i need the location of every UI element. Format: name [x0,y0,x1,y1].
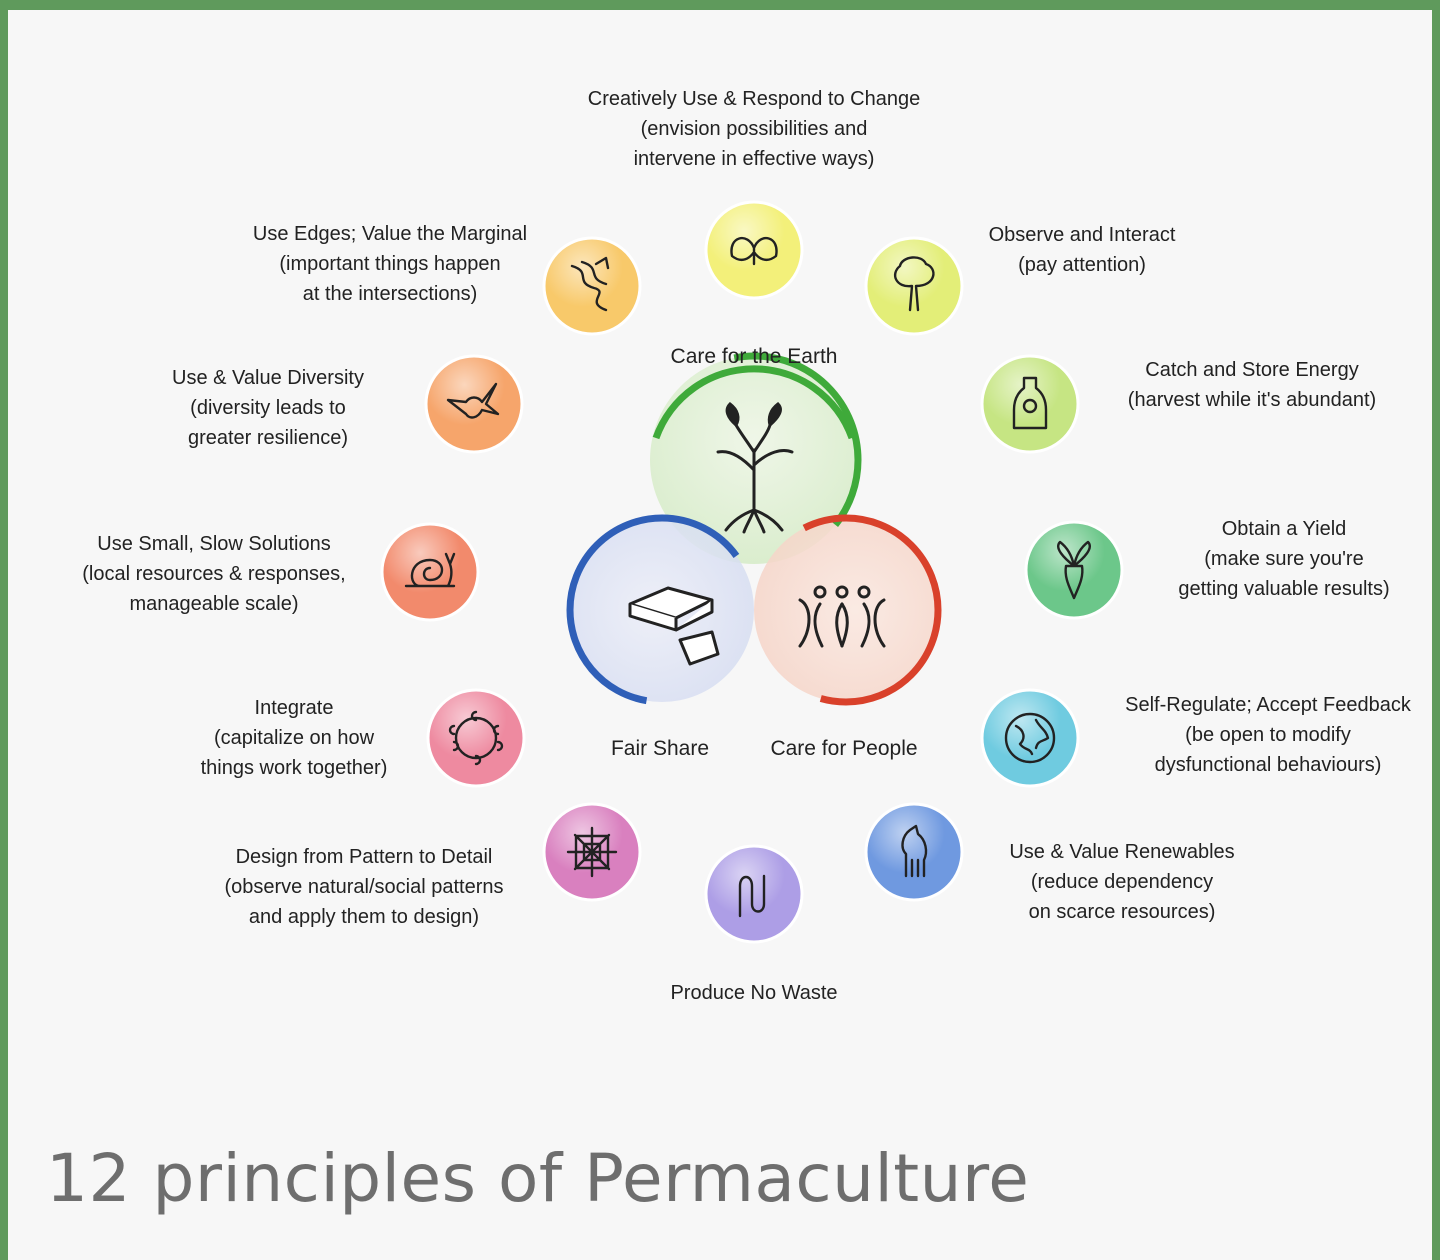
people-icon [798,585,886,648]
principle-label-no-waste: Produce No Waste [670,978,837,1008]
worm-icon [738,874,766,918]
principle-note: (make sure you're [1204,548,1364,570]
principle-note: (envision possibilities and [640,118,868,140]
principle-note: getting valuable results) [1178,578,1390,600]
principle-disc [980,688,1080,788]
circle-of-people-icon [448,710,504,766]
jar-icon [1012,376,1048,430]
principle-title: Use Edges; Value the Marginal [252,223,528,245]
principle-disc-shine [1026,522,1122,618]
principle-disc-shine [706,846,802,942]
principle-note: (harvest while it's abundant) [1127,389,1377,411]
principle-label-self-regulate: Self-Regulate; Accept Feedback (be open … [1125,690,1411,780]
principle-label-observe: Observe and Interact (pay attention) [989,220,1176,280]
principle-disc [542,802,642,902]
principle-discs [380,200,1124,944]
principle-title: Use & Value Renewables [1009,841,1235,863]
snail-icon [404,552,456,588]
tree-roots-icon [716,402,794,534]
ethic-label-earth: Care for the Earth [670,345,838,368]
principle-note: intervene in effective ways) [633,148,875,170]
principle-note: (diversity leads to [190,397,346,419]
principle-note: things work together) [200,757,388,779]
globe-icon [1004,712,1056,764]
principle-disc [980,354,1080,454]
principle-label-renewables: Use & Value Renewables (reduce dependenc… [1009,837,1234,927]
cheese-wedge-icon [628,586,720,666]
principle-note: dysfunctional behaviours) [1154,754,1382,776]
page-title: 12 principles of Permaculture [46,1140,1030,1217]
principle-note: greater resilience) [187,427,349,449]
principle-title: Use & Value Diversity [172,367,364,389]
principle-disc [704,844,804,944]
principle-title: Obtain a Yield [1221,518,1347,540]
principle-note: manageable scale) [129,593,299,615]
tree-icon [893,256,935,312]
principle-note: (observe natural/social patterns [224,876,504,898]
butterfly-icon [730,237,778,266]
stream-edges-icon [570,256,610,312]
principle-label-catch-store: Catch and Store Energy (harvest while it… [1128,355,1376,415]
principle-title: Produce No Waste [670,982,838,1004]
principle-label-edges: Use Edges; Value the Marginal (important… [253,219,527,309]
ethic-label-fair: Fair Share [610,737,710,760]
horse-icon [901,824,928,878]
principle-title: Observe and Interact [988,224,1176,246]
principle-label-pattern-detail: Design from Pattern to Detail (observe n… [224,842,503,932]
principle-title: Self-Regulate; Accept Feedback [1125,694,1411,716]
principle-note: at the intersections) [302,283,478,305]
principle-title: Catch and Store Energy [1145,359,1359,381]
principle-label-diversity: Use & Value Diversity (diversity leads t… [172,363,364,453]
venn-diagram [566,352,942,706]
principle-note: on scarce resources) [1028,901,1216,923]
principle-disc [1024,520,1124,620]
radish-icon [1057,540,1091,600]
principle-title: Use Small, Slow Solutions [97,533,331,555]
principle-label-creatively-use: Creatively Use & Respond to Change (envi… [588,84,920,174]
principle-disc-shine [426,356,522,452]
spiderweb-icon [566,826,618,878]
principle-disc [864,236,964,336]
principle-disc [542,236,642,336]
principle-note: (reduce dependency [1030,871,1214,893]
principle-title: Creatively Use & Respond to Change [587,88,921,110]
principle-disc-shine [382,524,478,620]
principle-disc [380,522,480,622]
principle-title: Design from Pattern to Detail [235,846,493,868]
principle-disc-shine [428,690,524,786]
principle-note: (local resources & responses, [82,563,346,585]
principle-disc-shine [866,238,962,334]
principle-label-integrate: Integrate (capitalize on how things work… [201,693,388,783]
principle-title: Integrate [254,697,334,719]
principle-label-yield: Obtain a Yield (make sure you're getting… [1178,514,1389,604]
principle-note: (be open to modify [1185,724,1351,746]
principle-note: (pay attention) [1018,254,1146,276]
principle-disc [426,688,526,788]
hummingbird-icon [446,382,500,419]
principle-note: and apply them to design) [248,906,480,928]
principle-disc-shine [866,804,962,900]
principle-disc [424,354,524,454]
principle-disc-shine [982,690,1078,786]
principle-note: (capitalize on how [213,727,375,749]
principle-disc [864,802,964,902]
ethic-label-people: Care for People [770,737,918,760]
principle-label-small-slow: Use Small, Slow Solutions (local resourc… [82,529,345,619]
principle-note: (important things happen [279,253,501,275]
principle-disc-shine [544,238,640,334]
principle-disc [704,200,804,300]
principle-disc-shine [982,356,1078,452]
